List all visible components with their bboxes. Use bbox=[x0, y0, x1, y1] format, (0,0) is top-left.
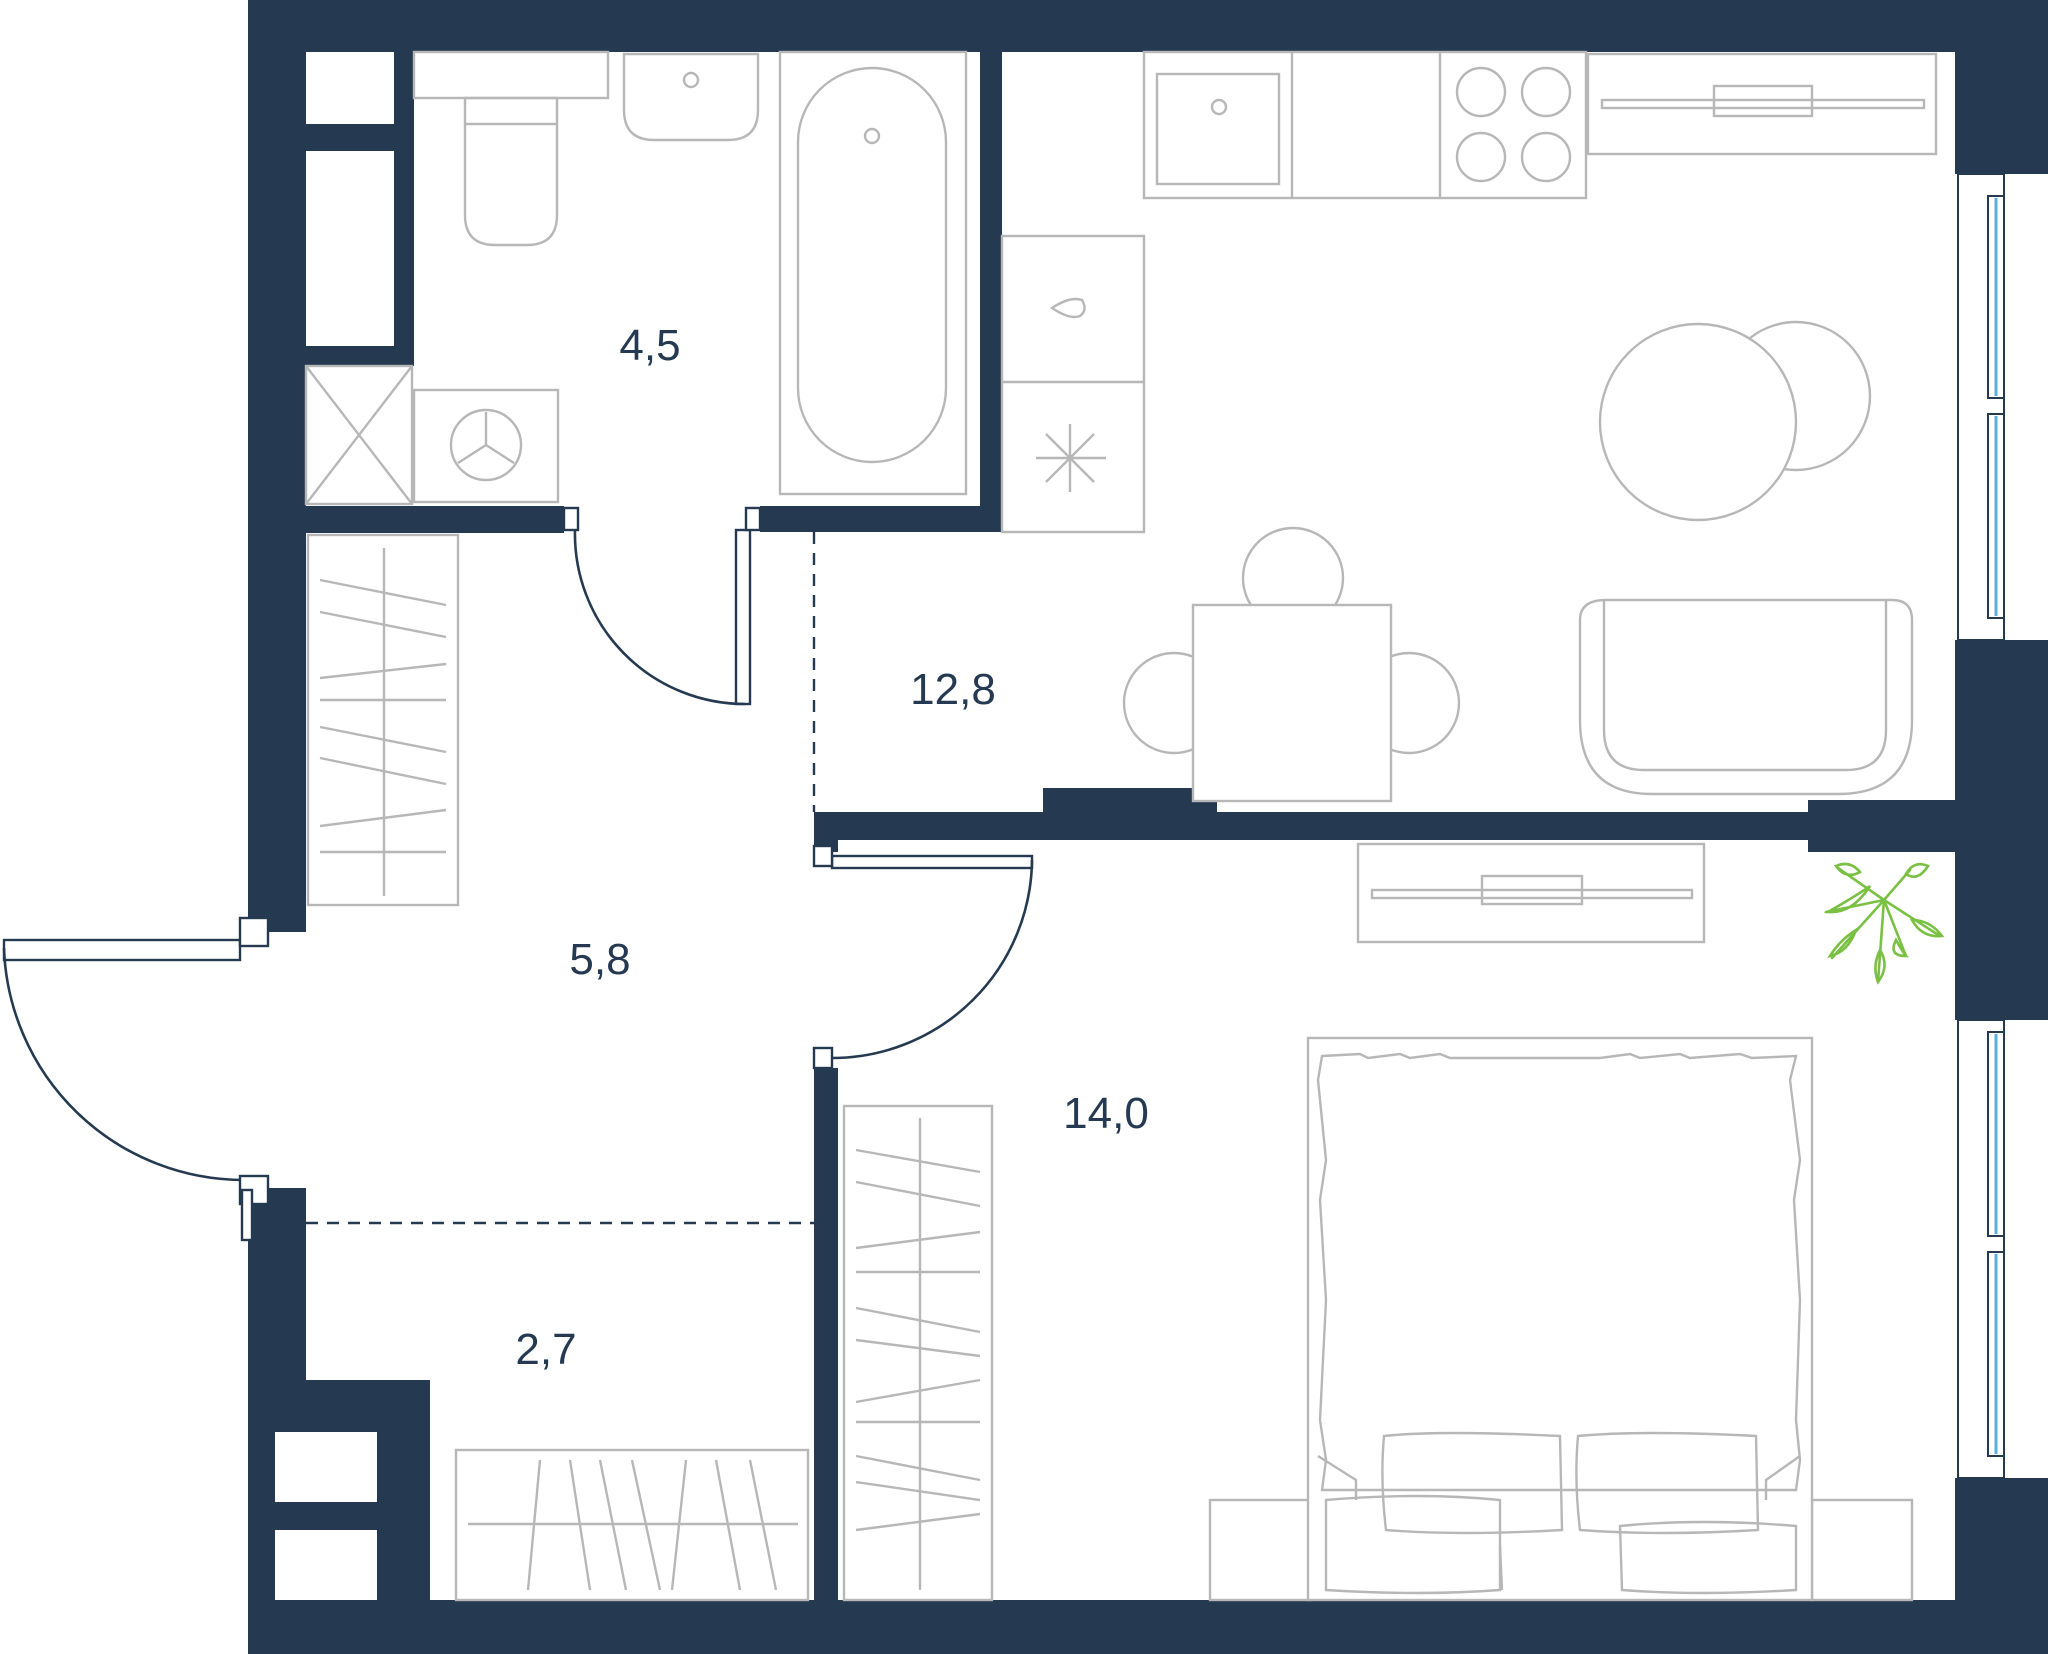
fridge-snowflake-icon bbox=[1036, 424, 1106, 492]
kitchen-living-area: 12,8 bbox=[910, 665, 996, 714]
bedroom-wardrobe bbox=[842, 1104, 994, 1602]
hallway-area: 5,8 bbox=[569, 935, 630, 984]
toilet-icon bbox=[412, 50, 610, 247]
storage-wardrobe bbox=[454, 1448, 810, 1602]
kitchen-sink-icon bbox=[1155, 72, 1281, 186]
round-table bbox=[1598, 320, 1872, 522]
wall-shelf-kitchen bbox=[1586, 52, 1938, 156]
window-lower bbox=[1957, 1019, 2005, 1479]
tv-console bbox=[1356, 842, 1706, 944]
bathroom-door bbox=[562, 506, 762, 706]
washing-machine-icon bbox=[304, 364, 560, 506]
bathroom-area: 4,5 bbox=[619, 321, 680, 370]
bathtub-icon bbox=[778, 50, 968, 496]
stove-icon bbox=[1455, 66, 1572, 183]
armchair bbox=[1578, 598, 1914, 796]
room-labels: 4,5 12,8 5,8 14,0 2,7 bbox=[515, 321, 1148, 1374]
bed-icon bbox=[1208, 1036, 1914, 1602]
water-drop-icon bbox=[1049, 297, 1086, 319]
hall-wardrobe bbox=[306, 533, 460, 907]
plant-icon bbox=[1823, 862, 1945, 985]
dining-table bbox=[1122, 526, 1461, 803]
bedroom-area: 14,0 bbox=[1063, 1089, 1149, 1138]
kitchen-counter bbox=[1000, 50, 1588, 534]
bedroom-door bbox=[812, 844, 1034, 1070]
shaft-cells bbox=[275, 52, 394, 1600]
entrance-door bbox=[2, 916, 270, 1242]
window-upper bbox=[1957, 173, 2005, 641]
sink-icon bbox=[622, 52, 760, 142]
storage-area: 2,7 bbox=[515, 1325, 576, 1374]
